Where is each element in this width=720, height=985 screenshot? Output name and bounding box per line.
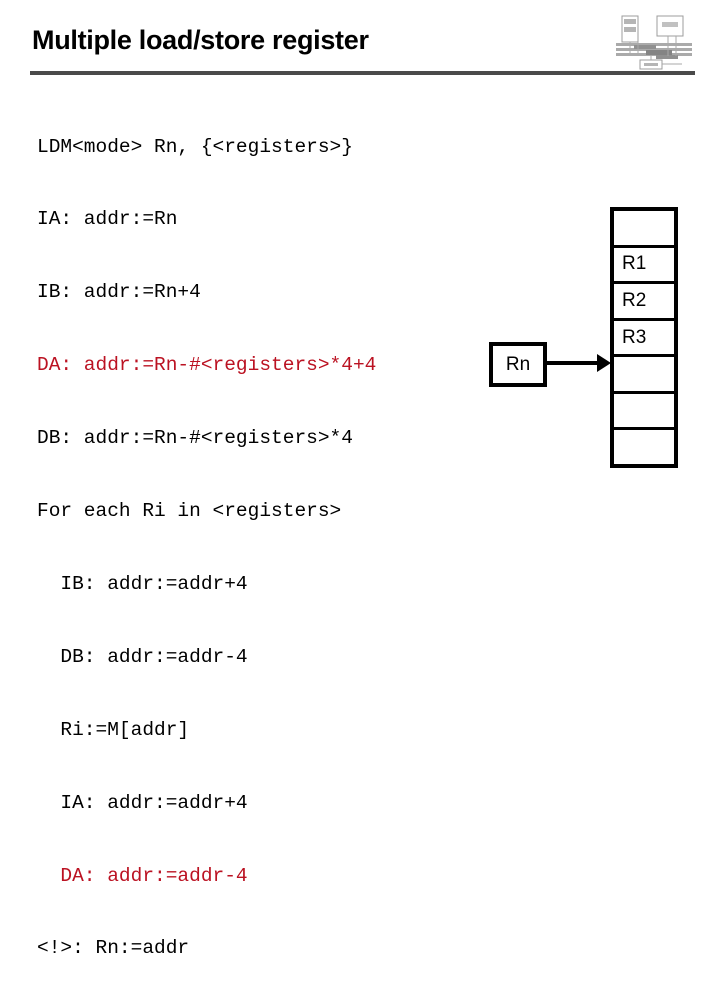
- code-line: LDM<mode> Rn, {<registers>}: [37, 135, 353, 158]
- code-line: IB: addr:=addr+4: [37, 572, 248, 595]
- memory-cell: [614, 211, 674, 248]
- code-line-highlighted: DA: addr:=addr-4: [37, 864, 248, 887]
- code-line: IA: addr:=Rn: [37, 208, 178, 231]
- title-divider: [30, 71, 695, 75]
- memory-column: R1 R2 R3: [610, 207, 678, 468]
- memory-cell: R2: [614, 284, 674, 321]
- pointer-arrow-line: [547, 361, 603, 365]
- memory-cell: [614, 357, 674, 394]
- code-line: <!>: Rn:=addr: [37, 937, 190, 960]
- code-line: IA: addr:=addr+4: [37, 791, 248, 814]
- memory-cell: R3: [614, 321, 674, 358]
- code-line: DB: addr:=Rn-#<registers>*4: [37, 427, 353, 450]
- base-register-box: Rn: [489, 342, 547, 387]
- code-line-highlighted: DA: addr:=Rn-#<registers>*4+4: [37, 354, 377, 377]
- code-line: Ri:=M[addr]: [37, 718, 190, 741]
- code-line: IB: addr:=Rn+4: [37, 281, 201, 304]
- pointer-arrow-icon: [597, 354, 611, 372]
- memory-cell: [614, 394, 674, 431]
- system-block-diagram-thumbnail-icon: [612, 12, 696, 70]
- code-line: For each Ri in <registers>: [37, 500, 342, 523]
- memory-cell: R1: [614, 248, 674, 285]
- memory-cell: [614, 430, 674, 464]
- code-line: DB: addr:=addr-4: [37, 645, 248, 668]
- memory-diagram: Rn R1 R2 R3: [489, 207, 678, 468]
- page-title: Multiple load/store register: [32, 25, 369, 55]
